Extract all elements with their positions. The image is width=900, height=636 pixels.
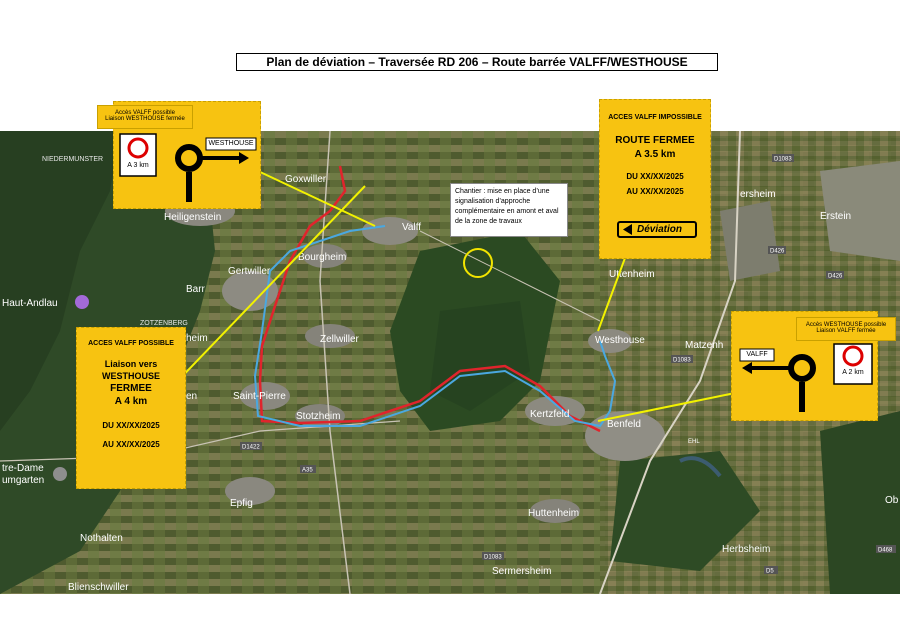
work-zone-callout: Chantier : mise en place d’une signalisa… — [450, 183, 568, 237]
label-ersheim: ersheim — [740, 189, 776, 200]
blue-route — [253, 225, 617, 428]
svg-text:D1083: D1083 — [484, 555, 502, 561]
svg-text:EHL: EHL — [688, 439, 700, 445]
svg-text:D1083: D1083 — [774, 157, 792, 163]
label-erstein: Erstein — [820, 211, 851, 222]
red-route — [258, 165, 601, 433]
arrow-left-icon — [623, 224, 632, 235]
road-labels: D1083 D426 D426 D1083 D1422 A35 D1083 D5… — [240, 154, 896, 575]
svg-text:D1083: D1083 — [673, 358, 691, 364]
label-uttenheim: Uttenheim — [609, 269, 655, 280]
svg-text:D426: D426 — [828, 274, 843, 280]
label-matzenheim: Matzenh — [685, 340, 723, 351]
svg-text:D468: D468 — [878, 548, 893, 554]
sign-bottom-right-note: Accès WESTHOUSE possible Liaison VALFF f… — [796, 317, 896, 341]
label-notre-dame-1: tre-Dame — [2, 463, 44, 474]
label-bourgheim: Bourgheim — [298, 252, 346, 263]
deviation-panel: Déviation — [617, 221, 697, 238]
label-en: en — [186, 391, 197, 402]
label-westhouse: Westhouse — [595, 335, 645, 346]
label-stotzheim: Stotzheim — [296, 411, 340, 422]
label-goxwiller: Goxwiller — [285, 174, 327, 185]
sign-bottom-right: A 2 km VALFF — [731, 311, 878, 421]
work-zone-marker — [463, 248, 493, 278]
label-heim: heim — [186, 333, 208, 344]
svg-text:D426: D426 — [770, 249, 785, 255]
label-huttenheim: Huttenheim — [528, 508, 579, 519]
sign-left: ACCES VALFF POSSIBLE Liaison vers WESTHO… — [76, 327, 186, 489]
svg-text:D1422: D1422 — [242, 445, 260, 451]
label-haut-andlau: Haut-Andlau — [2, 298, 58, 309]
label-heiligenstein: Heiligenstein — [164, 212, 221, 223]
poi-marker-icon — [75, 295, 89, 309]
label-nothalten: Nothalten — [80, 533, 123, 544]
sign-top-left-note: Accès VALFF possible Liaison WESTHOUSE f… — [97, 105, 193, 129]
svg-text:D5: D5 — [766, 569, 774, 575]
svg-text:A35: A35 — [302, 468, 313, 474]
label-blienschwiller: Blienschwiller — [68, 582, 129, 593]
sign-top-right: ACCES VALFF IMPOSSIBLE ROUTE FERMEE A 3.… — [599, 99, 711, 259]
label-sermersheim: Sermersheim — [492, 566, 551, 577]
label-zellwiller: Zellwiller — [320, 334, 360, 345]
sign-top-left-distance: A 3 km — [127, 162, 149, 169]
label-kertzfeld: Kertzfeld — [530, 409, 569, 420]
label-niedermunster: NIEDERMUNSTER — [42, 156, 103, 163]
label-saint-pierre: Saint-Pierre — [233, 391, 286, 402]
label-herbsheim: Herbsheim — [722, 544, 770, 555]
label-gertwiller: Gertwiller — [228, 266, 271, 277]
sign-top-left-direction: WESTHOUSE — [208, 140, 254, 147]
label-notre-dame-2: umgarten — [2, 475, 44, 486]
label-barr: Barr — [186, 284, 206, 295]
label-valff: Valff — [402, 222, 421, 233]
label-ob: Ob — [885, 495, 899, 506]
label-epfig: Epfig — [230, 498, 253, 509]
map-title: Plan de déviation – Traversée RD 206 – R… — [236, 53, 718, 71]
label-zotzenberg: ZOTZENBERG — [140, 320, 188, 327]
label-benfeld: Benfeld — [607, 419, 641, 430]
